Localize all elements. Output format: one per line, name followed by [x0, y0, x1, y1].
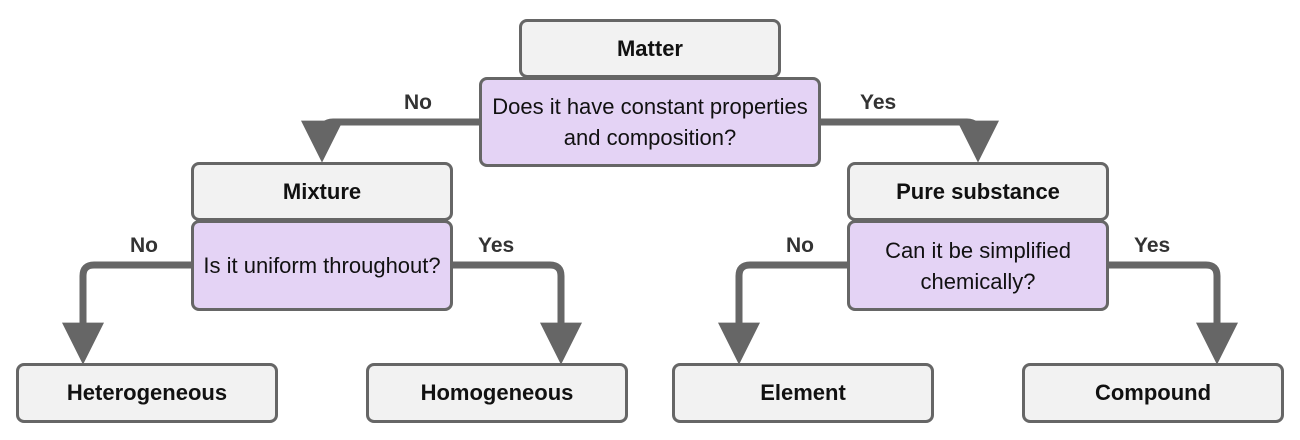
- node-compound: Compound: [1022, 363, 1284, 423]
- node-question-uniform: Is it uniform throughout?: [191, 220, 453, 311]
- node-homogeneous: Homogeneous: [366, 363, 628, 423]
- node-pure-substance-label: Pure substance: [896, 178, 1060, 204]
- question-constant-label: Does it have constant properties and com…: [492, 94, 808, 150]
- node-mixture: Mixture: [191, 162, 453, 221]
- edge-label-uniform-no: No: [130, 234, 158, 257]
- node-question-simplified: Can it be simplified chemically?: [847, 220, 1109, 311]
- node-matter-label: Matter: [616, 35, 683, 61]
- node-element-label: Element: [760, 380, 846, 405]
- arrow-uniform-no: [62, 261, 192, 365]
- node-matter: Matter: [519, 19, 781, 78]
- node-heterogeneous-label: Heterogeneous: [66, 380, 228, 405]
- arrow-constant-yes: [820, 118, 999, 163]
- node-homogeneous-label: Homogeneous: [420, 380, 574, 405]
- question-simplified-label: Can it be simplified chemically?: [885, 237, 1071, 294]
- arrow-simplified-yes: [1108, 261, 1238, 365]
- node-question-constant: Does it have constant properties and com…: [479, 77, 821, 167]
- edge-label-simplified-yes: Yes: [1134, 234, 1171, 257]
- edge-label-constant-yes: Yes: [860, 91, 897, 114]
- arrow-uniform-yes: [452, 261, 582, 365]
- edge-label-simplified-no: No: [786, 234, 814, 257]
- node-pure-substance: Pure substance: [847, 162, 1109, 221]
- node-mixture-label: Mixture: [282, 178, 362, 204]
- node-element: Element: [672, 363, 934, 423]
- arrow-constant-no: [301, 118, 480, 163]
- question-uniform-label: Is it uniform throughout?: [203, 253, 441, 278]
- node-heterogeneous: Heterogeneous: [16, 363, 278, 423]
- edge-label-uniform-yes: Yes: [478, 234, 515, 257]
- node-compound-label: Compound: [1094, 380, 1212, 405]
- arrow-simplified-no: [718, 261, 848, 365]
- edge-label-constant-no: No: [404, 91, 432, 114]
